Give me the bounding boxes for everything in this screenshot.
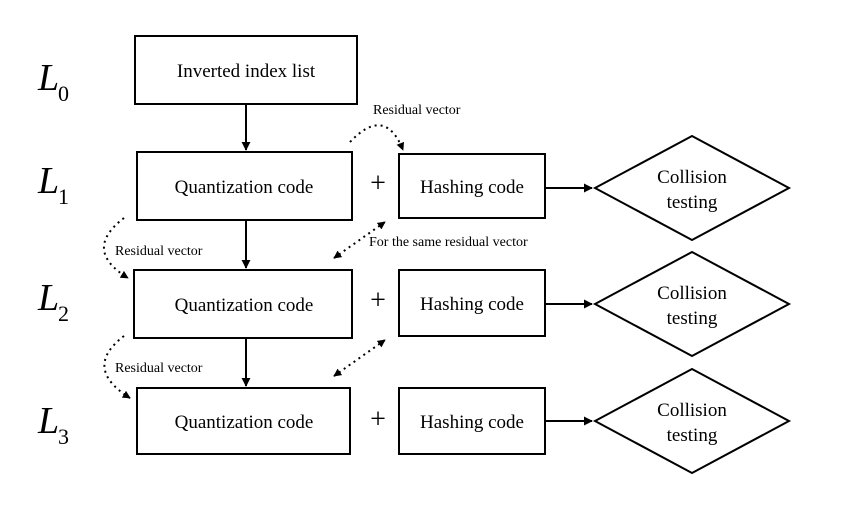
dotted-arrow-residual-top xyxy=(349,124,405,151)
quantization-node-1: Quantization code xyxy=(136,151,353,221)
inverted-index-node: Inverted index list xyxy=(134,35,358,105)
level-subscript: 3 xyxy=(58,424,69,449)
annotation-same-residual: For the same residual vector xyxy=(369,235,528,250)
hashing-node-2: Hashing code xyxy=(398,269,546,337)
hashing-label: Hashing code xyxy=(420,412,524,433)
collision-node-3: Collision testing xyxy=(592,367,792,475)
quantization-label: Quantization code xyxy=(175,295,314,316)
level-label-l2: L 2 xyxy=(37,277,69,326)
quantization-node-3: Quantization code xyxy=(136,387,351,455)
level-letter: L xyxy=(37,277,59,319)
quantization-node-2: Quantization code xyxy=(133,269,353,339)
annotation-residual-top: Residual vector xyxy=(373,103,461,118)
hashing-node-1: Hashing code xyxy=(398,153,546,219)
plus-operator-1: + xyxy=(370,168,386,199)
level-label-l1: L 1 xyxy=(37,160,69,209)
collision-label-line2: testing xyxy=(667,192,718,213)
dotted-link-same-residual-1 xyxy=(333,221,386,259)
quantization-label: Quantization code xyxy=(175,412,314,433)
collision-label-line2: testing xyxy=(667,425,718,446)
hashing-label: Hashing code xyxy=(420,177,524,198)
hashing-node-3: Hashing code xyxy=(398,387,546,455)
collision-label-line2: testing xyxy=(667,308,718,329)
annotation-residual-left-2: Residual vector xyxy=(115,361,203,376)
level-label-l0: L 0 xyxy=(37,57,69,106)
level-letter: L xyxy=(37,57,59,99)
level-subscript: 2 xyxy=(58,301,69,326)
collision-node-1: Collision testing xyxy=(592,134,792,242)
plus-operator-3: + xyxy=(370,404,386,435)
hashing-label: Hashing code xyxy=(420,294,524,315)
level-subscript: 1 xyxy=(58,184,69,209)
level-letter: L xyxy=(37,400,59,442)
quantization-label: Quantization code xyxy=(175,177,314,198)
collision-label-line1: Collision xyxy=(657,167,727,188)
collision-label-line1: Collision xyxy=(657,400,727,421)
annotation-residual-left-1: Residual vector xyxy=(115,244,203,259)
level-letter: L xyxy=(37,160,59,202)
plus-operator-2: + xyxy=(370,285,386,316)
dotted-arrow-residual-left-1 xyxy=(103,217,129,279)
level-subscript: 0 xyxy=(58,81,69,106)
dotted-link-same-residual-2 xyxy=(333,339,386,377)
collision-label-line1: Collision xyxy=(657,283,727,304)
level-label-l3: L 3 xyxy=(37,400,69,449)
collision-node-2: Collision testing xyxy=(592,250,792,358)
inverted-index-label: Inverted index list xyxy=(177,61,316,82)
